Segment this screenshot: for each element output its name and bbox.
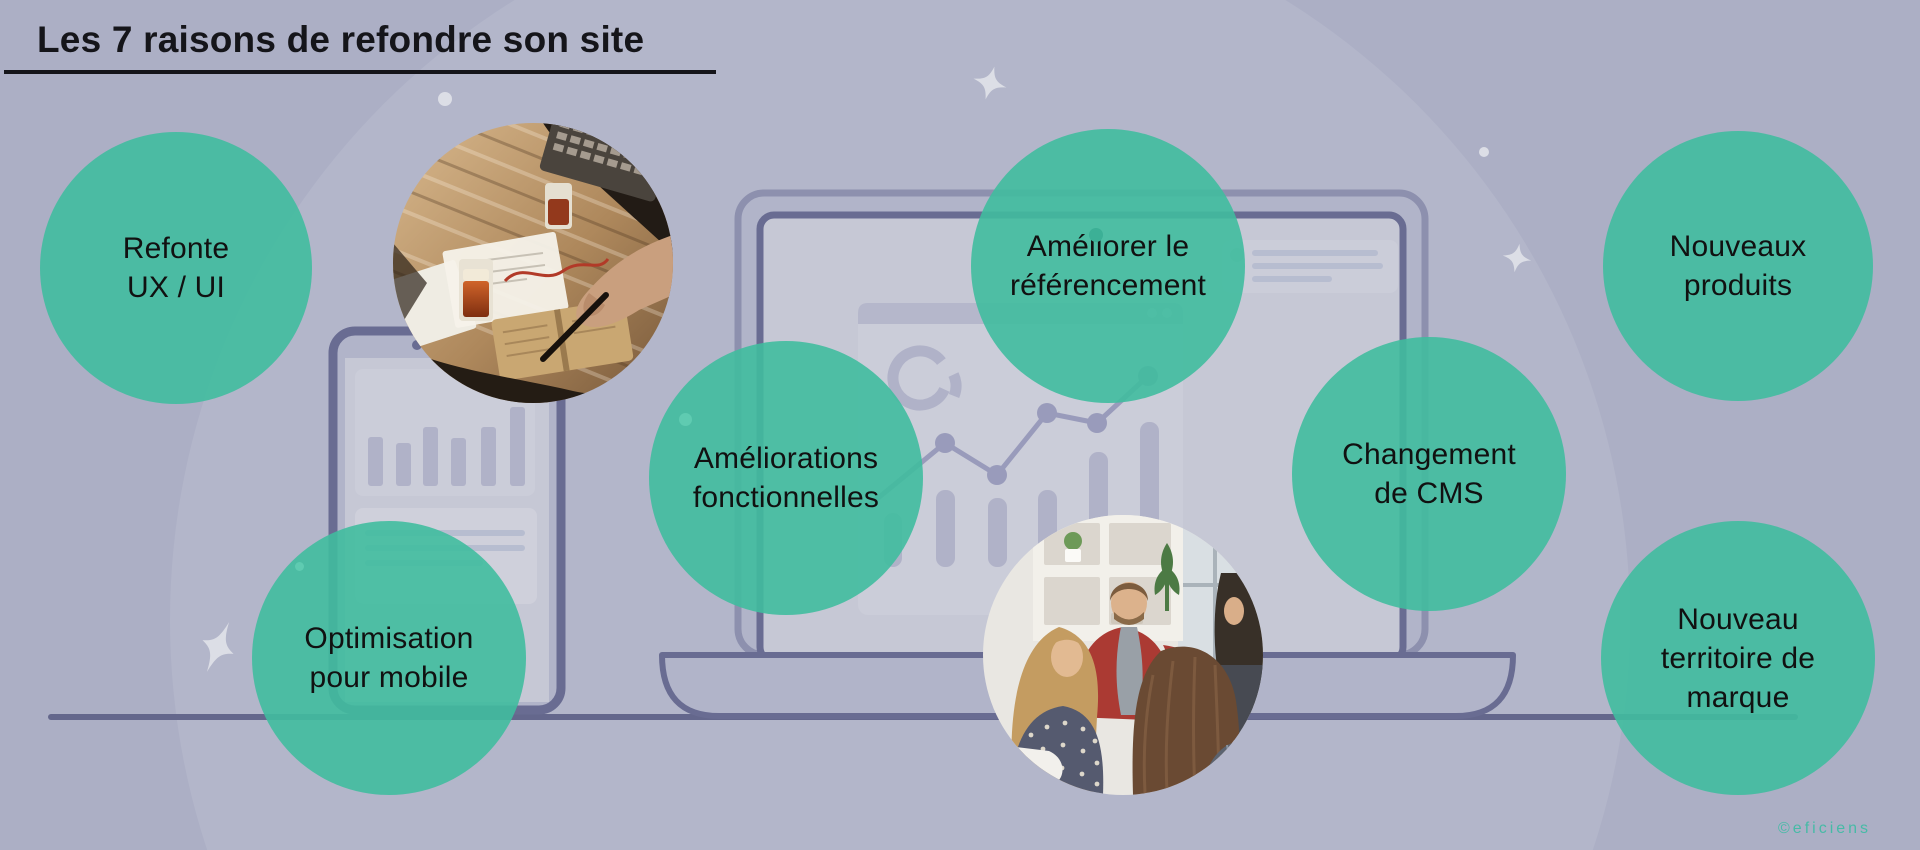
reason-circle-nouveaux-produits: Nouveaux produits	[1603, 131, 1873, 401]
sparkle-decorations	[202, 66, 1532, 672]
title-block: Les 7 raisons de refondre son site	[4, 18, 716, 74]
reason-label-line: Changement	[1342, 438, 1516, 471]
drink-glass-icon	[459, 259, 493, 321]
reason-circle-optimisation-mobile: Optimisation pour mobile	[252, 521, 526, 795]
drink-glass-icon	[545, 183, 572, 229]
reason-label-line: marque	[1686, 680, 1790, 714]
reason-circle-ameliorations-fonctionnelles: Améliorations fonctionnelles	[649, 341, 923, 615]
reason-label-line: Refonte	[122, 232, 230, 265]
pie-chart-icon	[887, 345, 962, 419]
sparkle-icon	[973, 66, 1007, 100]
phone-bar-chart-card	[355, 369, 535, 496]
circle-accent-dot	[679, 413, 692, 426]
reason-label-line: Nouveau	[1677, 602, 1799, 636]
reason-label-line: de CMS	[1374, 477, 1484, 510]
dot-decoration	[438, 92, 452, 106]
circle-accent-dot	[295, 562, 304, 571]
reason-label-line: Améliorations	[693, 442, 879, 475]
title-underline	[4, 70, 716, 74]
reason-circle-changement-cms: Changement de CMS	[1292, 337, 1566, 611]
reason-circle-nouveau-territoire-marque: Nouveau territoire de marque	[1601, 521, 1875, 795]
dot-decoration	[1479, 147, 1489, 157]
brand-watermark: ©eficiens	[1778, 820, 1872, 837]
shelf-in-photo	[1033, 515, 1183, 641]
reason-label-line: pour mobile	[309, 661, 469, 694]
pen-in-photo	[540, 292, 609, 362]
reason-circle-refonte-ux-ui: Refonte UX / UI	[40, 132, 312, 404]
reason-label-line: Améliorer le	[1026, 230, 1190, 263]
page-title: Les 7 raisons de refondre son site	[37, 19, 645, 60]
reason-label-line: référencement	[1009, 269, 1207, 302]
reason-label-line: produits	[1683, 269, 1793, 302]
plant-in-photo	[1154, 543, 1180, 611]
reason-label-line: territoire de	[1660, 641, 1816, 675]
reason-label-line: fonctionnelles	[692, 481, 880, 514]
reason-label-line: Nouveaux	[1669, 230, 1807, 263]
laptop-text-card	[1222, 240, 1398, 293]
reason-circle-ameliorer-referencement: Améliorer le référencement	[971, 129, 1245, 403]
sparkle-icon	[1502, 243, 1532, 273]
reason-label-line: Optimisation	[304, 622, 474, 655]
photo-circle-workspace	[393, 123, 673, 403]
reason-label-line: UX / UI	[126, 271, 226, 304]
photo-circle-meeting	[983, 515, 1263, 795]
circle-accent-dot	[1089, 228, 1103, 242]
sparkle-icon	[202, 622, 234, 672]
